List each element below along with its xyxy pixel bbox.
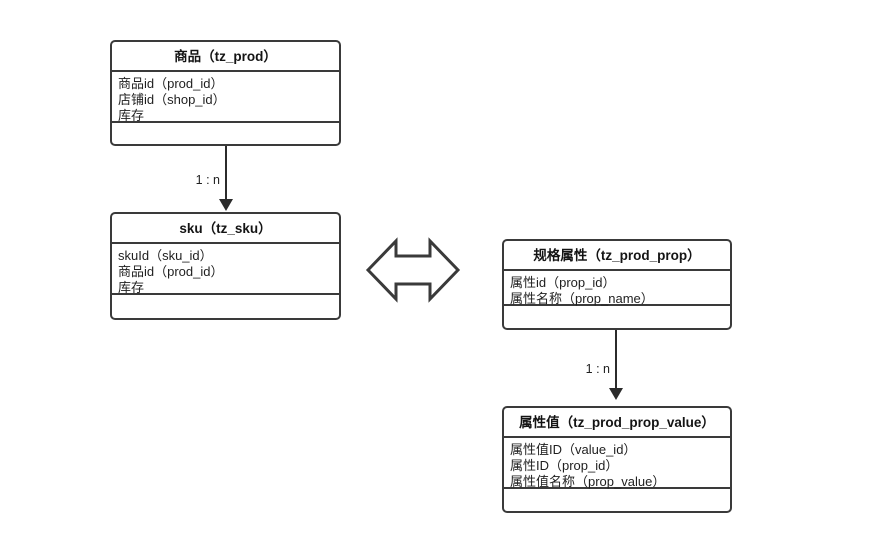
entity-tz-prod[interactable]: 商品（tz_prod） 商品id（prod_id） 店铺id（shop_id） … <box>110 40 341 146</box>
relation-label-prop-to-prop-value: 1 : n <box>585 362 610 376</box>
entity-title: 属性值（tz_prod_prop_value） <box>504 408 730 438</box>
entity-tz-sku[interactable]: sku（tz_sku） skuId（sku_id） 商品id（prod_id） … <box>110 212 341 320</box>
entity-attribute: 店铺id（shop_id） <box>118 92 226 107</box>
connector-prop-to-prop-value <box>615 330 617 390</box>
entity-attribute: 属性值名称（prop_value） <box>510 474 666 489</box>
entity-attribute: 库存 <box>118 280 145 295</box>
entity-attribute-list: 属性值ID（value_id） 属性ID（prop_id） 属性值名称（prop… <box>504 438 730 489</box>
entity-attribute: 属性值ID（value_id） <box>510 442 637 457</box>
connector-prod-to-sku <box>225 146 227 201</box>
entity-attribute: 属性名称（prop_name） <box>510 291 654 306</box>
entity-attribute: 属性id（prop_id） <box>510 275 616 290</box>
entity-attribute: 商品id（prod_id） <box>118 76 224 91</box>
relation-label-prod-to-sku: 1 : n <box>195 173 220 187</box>
entity-attribute: 库存 <box>118 108 145 123</box>
double-headed-arrow-icon <box>365 234 461 306</box>
entity-footer-section <box>112 123 339 144</box>
entity-title: 商品（tz_prod） <box>112 42 339 72</box>
entity-attribute: 商品id（prod_id） <box>118 264 224 279</box>
entity-title: sku（tz_sku） <box>112 214 339 244</box>
entity-tz-prod-prop[interactable]: 规格属性（tz_prod_prop） 属性id（prop_id） 属性名称（pr… <box>502 239 732 330</box>
entity-tz-prod-prop-value[interactable]: 属性值（tz_prod_prop_value） 属性值ID（value_id） … <box>502 406 732 513</box>
entity-title: 规格属性（tz_prod_prop） <box>504 241 730 271</box>
entity-attribute: 属性ID（prop_id） <box>510 458 619 473</box>
connector-arrowhead-icon <box>219 199 233 211</box>
connector-arrowhead-icon <box>609 388 623 400</box>
entity-footer-section <box>504 489 730 511</box>
entity-attribute-list: 商品id（prod_id） 店铺id（shop_id） 库存 <box>112 72 339 123</box>
entity-attribute-list: skuId（sku_id） 商品id（prod_id） 库存 <box>112 244 339 295</box>
entity-attribute-list: 属性id（prop_id） 属性名称（prop_name） <box>504 271 730 306</box>
entity-footer-section <box>504 306 730 328</box>
entity-attribute: skuId（sku_id） <box>118 248 213 263</box>
entity-footer-section <box>112 295 339 318</box>
